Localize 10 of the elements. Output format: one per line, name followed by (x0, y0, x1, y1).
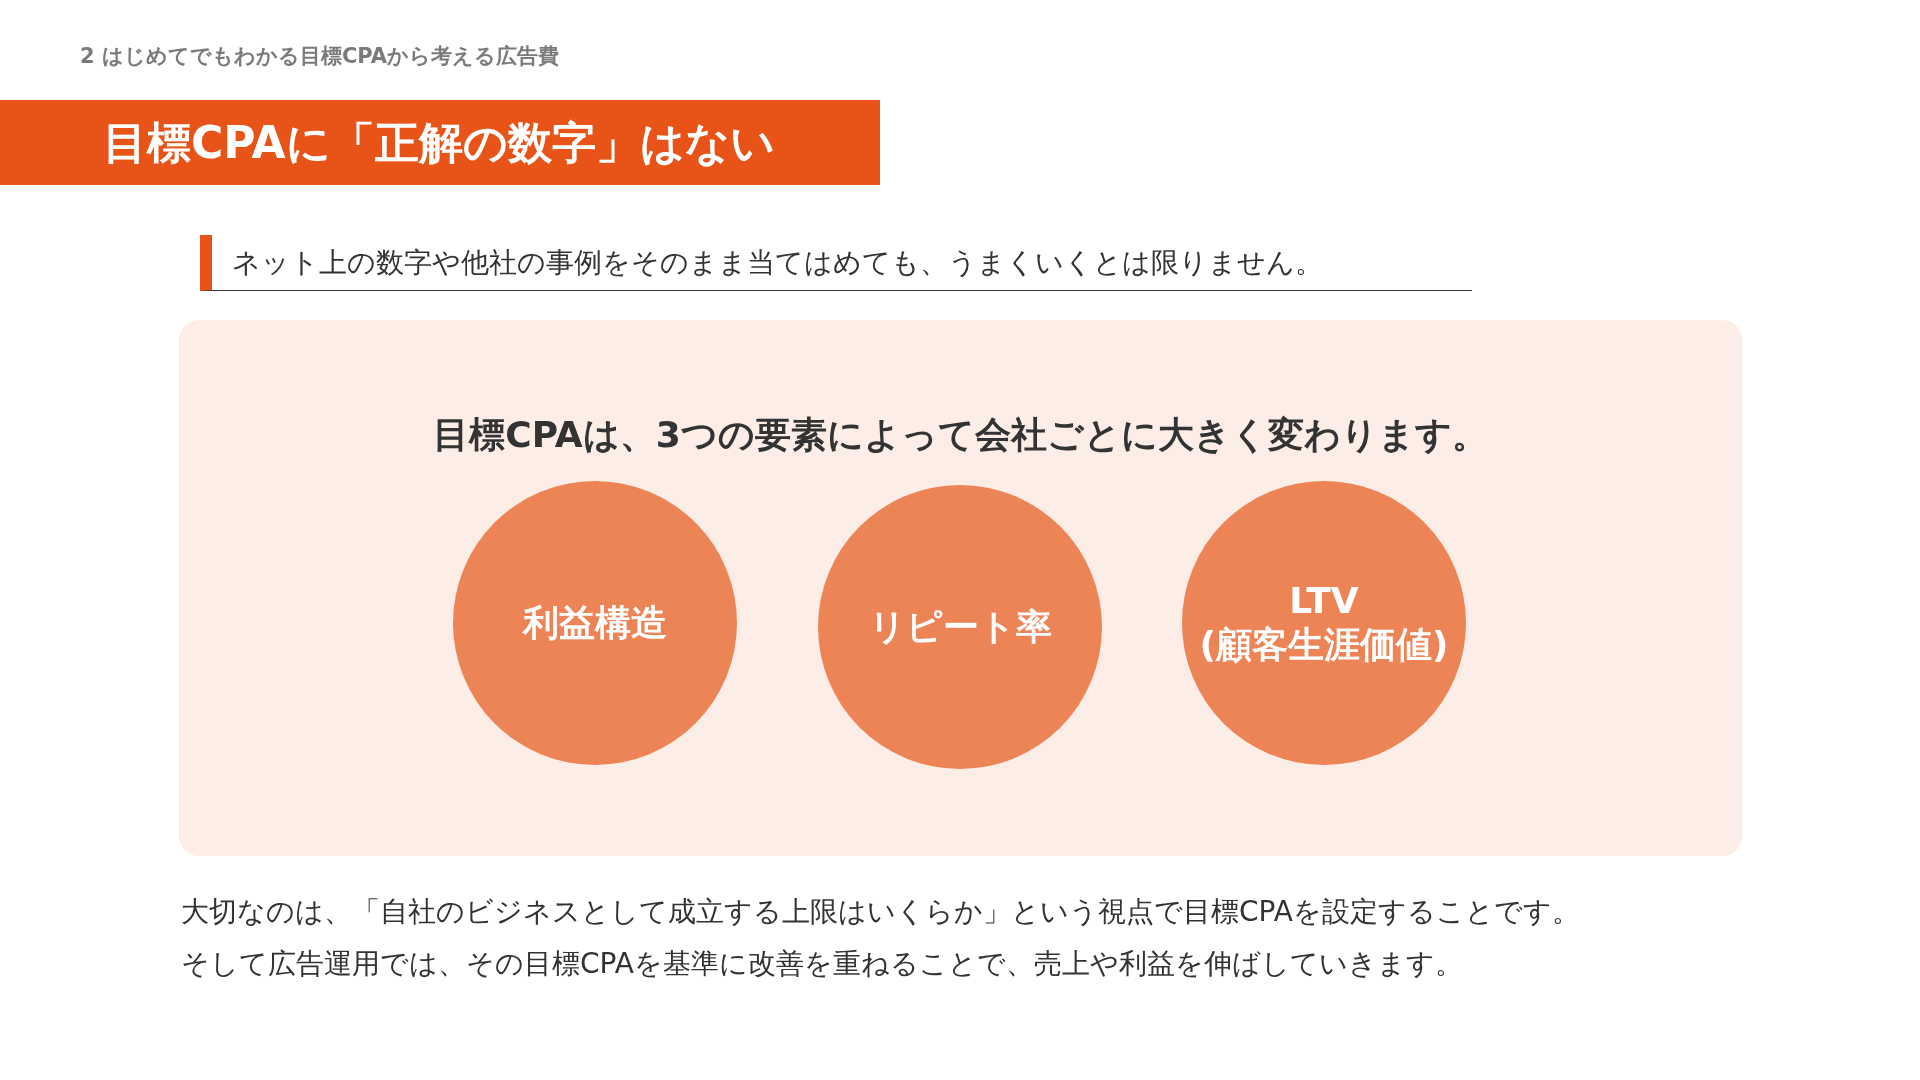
section-header: 2 はじめてでもわかる目標CPAから考える広告費 (80, 43, 560, 70)
subtitle: ネット上の数字や他社の事例をそのまま当てはめても、うまくいくとは限りません。 (200, 235, 1472, 291)
panel (179, 320, 1742, 856)
title-banner: 目標CPAに「正解の数字」はない (0, 100, 880, 185)
body-text: そして広告運用では、その目標CPAを基準に改善を重ねることで、売上や利益を伸ばしていきます。 (181, 946, 1463, 982)
circle-node: 利益構造 (453, 481, 737, 765)
circle-node: リピート率 (818, 485, 1102, 769)
body-text: 大切なのは、「自社のビジネスとして成立する上限はいくらか」という視点で目標CPAを設定することです。 (181, 894, 1580, 930)
circle-node: LTV (顧客生涯価値) (1182, 481, 1466, 765)
panel-heading: 目標CPAは、3つの要素によって会社ごとに大きく変わります。 (432, 413, 1489, 457)
